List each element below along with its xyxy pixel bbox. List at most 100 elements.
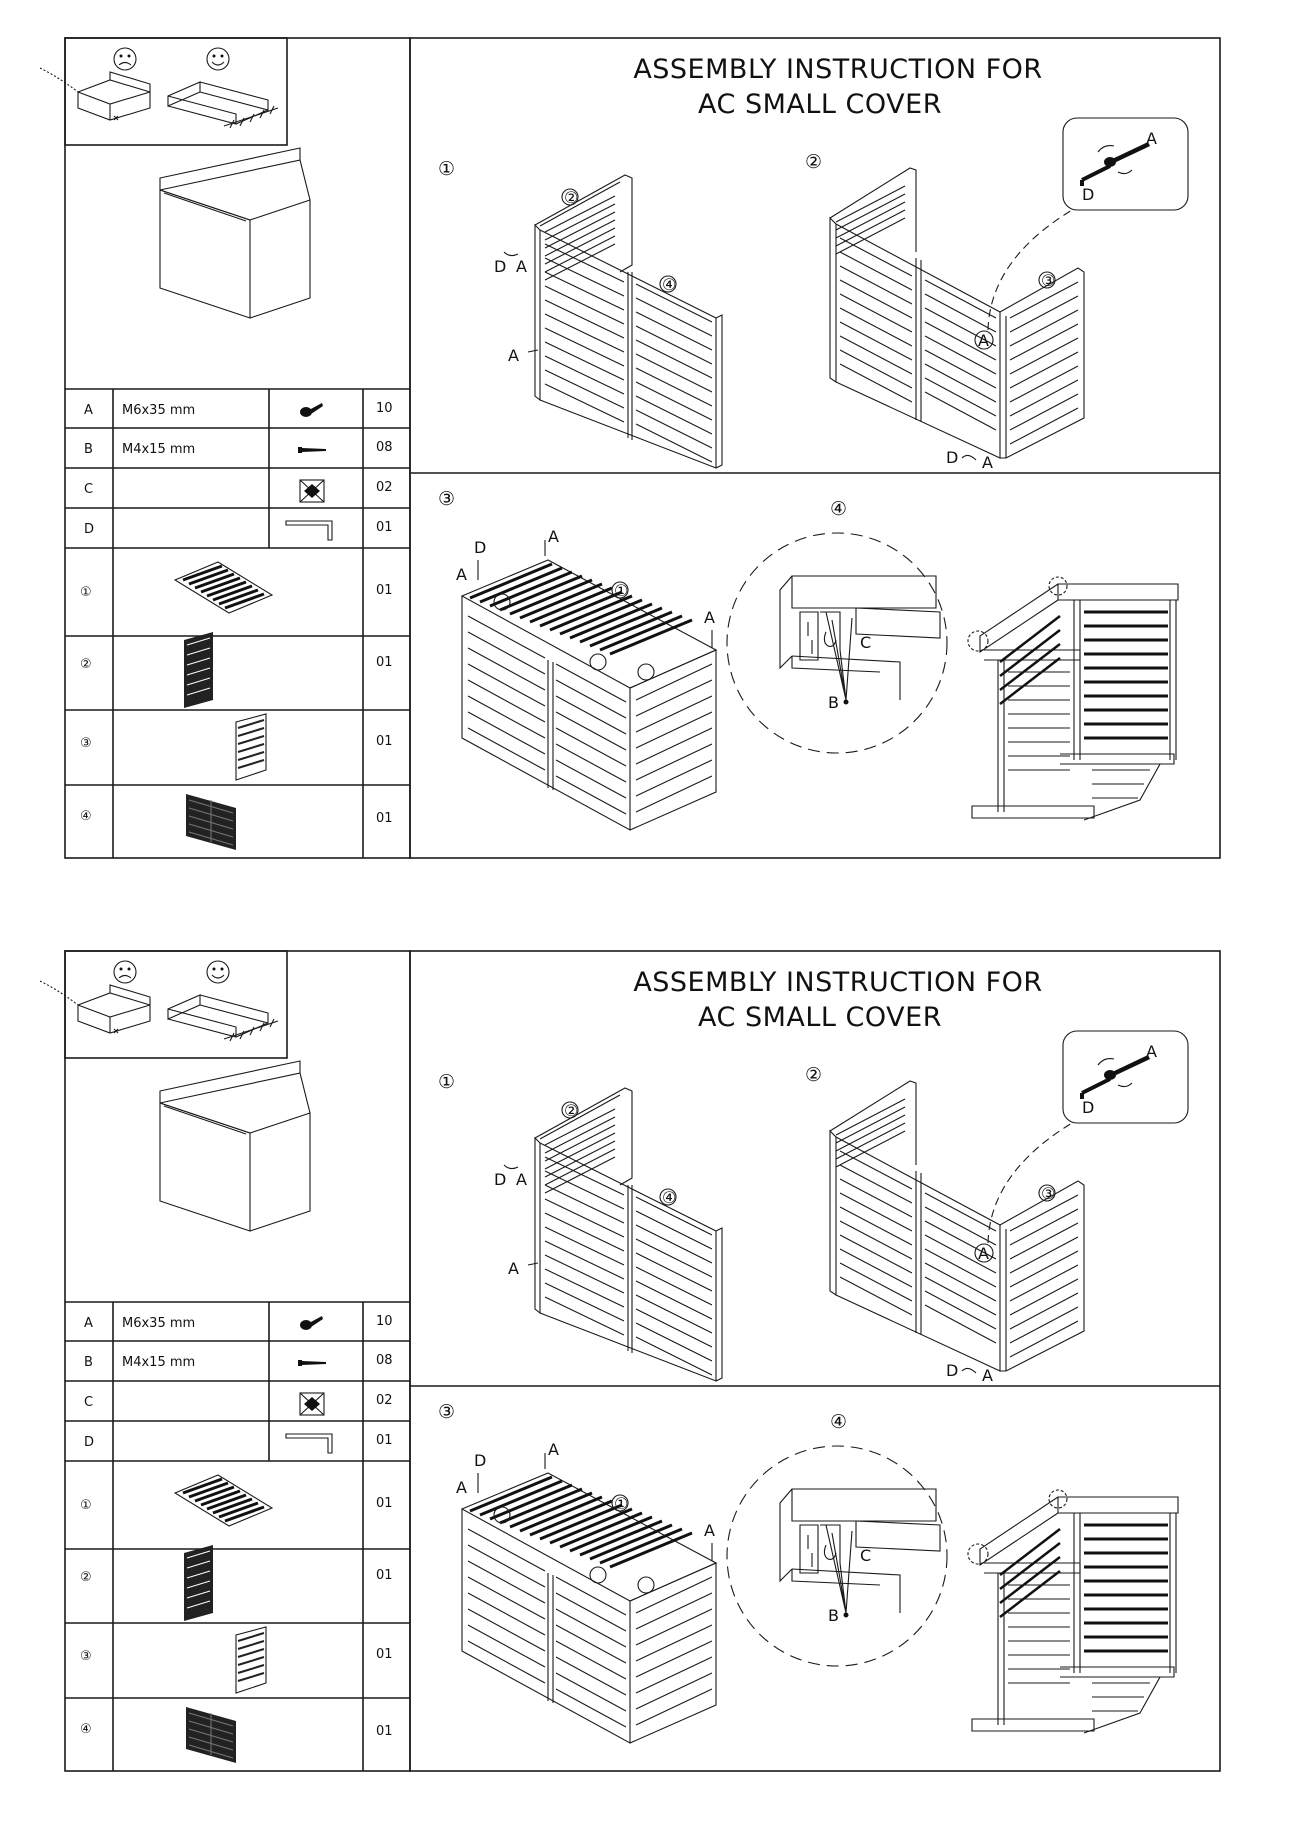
panel-1-qty: 01 bbox=[376, 1496, 393, 1511]
step-3-illustration: ① D A A A bbox=[456, 1440, 718, 1744]
step-3-a-label-1: A bbox=[456, 1478, 467, 1497]
side-panel-icon bbox=[184, 1545, 213, 1621]
title-line-1: ASSEMBLY INSTRUCTION FOR bbox=[633, 967, 1042, 998]
panel-1-id: ① bbox=[80, 585, 92, 600]
step-3-a-label-2: A bbox=[548, 527, 559, 546]
step-4-illustration: C B bbox=[726, 532, 1179, 821]
step-1-illustration: ② ④ D A A bbox=[494, 174, 723, 469]
step-1-panel-2-label: ② bbox=[564, 1101, 578, 1120]
bolt-icon bbox=[300, 403, 323, 417]
step-3-panel-1-label: ① bbox=[614, 1494, 628, 1513]
part-a-id: A bbox=[84, 403, 93, 418]
step-1-panel-2-label: ② bbox=[564, 188, 578, 207]
step-1-number: ① bbox=[438, 158, 455, 180]
title-line-2: AC SMALL COVER bbox=[698, 89, 942, 120]
step-2-d-label: D bbox=[946, 448, 958, 467]
wrong-placement-icon bbox=[39, 67, 151, 121]
bolt-icon bbox=[300, 1316, 323, 1330]
bolt-icon bbox=[1097, 142, 1150, 175]
step-1-a-label-1: A bbox=[516, 257, 527, 276]
step-1-a-label-2: A bbox=[508, 1259, 519, 1278]
step-3-panel-1-label: ① bbox=[614, 581, 628, 600]
step-1-d-label: D bbox=[494, 1170, 506, 1189]
step-1-illustration: ② ④ D A A bbox=[494, 1087, 723, 1382]
panel-3-qty: 01 bbox=[376, 734, 393, 749]
front-panel-icon bbox=[186, 1707, 236, 1763]
step-3-illustration: ① D A A A bbox=[456, 527, 718, 831]
step-3-number: ③ bbox=[438, 488, 455, 510]
step-2-a-label-2: A bbox=[982, 453, 993, 472]
step-2-panel-3-label: ③ bbox=[1041, 271, 1055, 290]
panel-1-id: ① bbox=[80, 1498, 92, 1513]
panel-4-qty: 01 bbox=[376, 1724, 393, 1739]
step-1-number: ① bbox=[438, 1071, 455, 1093]
step-1-panel-4-label: ④ bbox=[662, 275, 676, 294]
step-3-d-label: D bbox=[474, 538, 486, 557]
sheet-svg: A M6x35 mm 10 B M4x15 mm 08 C 02 D 01 ① … bbox=[39, 37, 1221, 859]
screw-icon bbox=[298, 1360, 326, 1366]
part-c-id: C bbox=[84, 1395, 93, 1410]
happy-face-icon bbox=[206, 47, 230, 71]
screw-icon bbox=[298, 447, 326, 453]
inset-a-label: A bbox=[1146, 1042, 1157, 1061]
step-2-a-label-2: A bbox=[982, 1366, 993, 1385]
correct-placement-icon bbox=[167, 994, 279, 1042]
side-panel-icon bbox=[235, 713, 267, 781]
part-d-qty: 01 bbox=[376, 1433, 393, 1448]
panel-3-id: ③ bbox=[80, 1649, 92, 1664]
instruction-frame bbox=[409, 950, 1221, 1772]
part-d-id: D bbox=[84, 1435, 94, 1450]
assembled-cover-illustration bbox=[159, 1060, 311, 1232]
step-2-a-label-1: A bbox=[978, 1244, 989, 1263]
correct-placement-icon bbox=[167, 81, 279, 129]
part-a-qty: 10 bbox=[376, 1314, 393, 1329]
panel-2-id: ② bbox=[80, 657, 92, 672]
part-b-spec: M4x15 mm bbox=[122, 1355, 195, 1370]
part-d-qty: 01 bbox=[376, 520, 393, 535]
top-panel-icon bbox=[173, 1474, 274, 1527]
instruction-sheet-1: A M6x35 mm 10 B M4x15 mm 08 C 02 D 01 ① … bbox=[39, 37, 1221, 859]
instruction-sheet-2: A M6x35 mm 10 B M4x15 mm 08 C 02 D 01 ① … bbox=[0, 913, 1291, 1833]
part-b-id: B bbox=[84, 1355, 93, 1370]
step-4-b-label: B bbox=[828, 693, 839, 712]
title-line-1: ASSEMBLY INSTRUCTION FOR bbox=[633, 54, 1042, 85]
step-4-c-label: C bbox=[860, 633, 871, 652]
step-1-a-label-1: A bbox=[516, 1170, 527, 1189]
instruction-frame bbox=[409, 37, 1221, 859]
top-panel-icon bbox=[173, 561, 274, 614]
step-3-a-label-2: A bbox=[548, 1440, 559, 1459]
part-b-qty: 08 bbox=[376, 440, 393, 455]
warning-box bbox=[64, 37, 288, 146]
step-2-a-label-1: A bbox=[978, 331, 989, 350]
part-b-qty: 08 bbox=[376, 1353, 393, 1368]
panel-4-id: ④ bbox=[80, 1722, 92, 1737]
step-3-a-label-3: A bbox=[704, 1521, 715, 1540]
step-4-illustration: C B bbox=[726, 1445, 1179, 1734]
happy-face-icon bbox=[206, 960, 230, 984]
step-1-panel-4-label: ④ bbox=[662, 1188, 676, 1207]
wrong-placement-icon bbox=[39, 980, 151, 1034]
part-a-spec: M6x35 mm bbox=[122, 1316, 195, 1331]
step-4-b-label: B bbox=[828, 1606, 839, 1625]
part-b-spec: M4x15 mm bbox=[122, 442, 195, 457]
part-a-qty: 10 bbox=[376, 401, 393, 416]
part-c-qty: 02 bbox=[376, 480, 393, 495]
bracket-icon bbox=[299, 1392, 325, 1416]
step-3-a-label-3: A bbox=[704, 608, 715, 627]
step-4-c-label: C bbox=[860, 1546, 871, 1565]
parts-table bbox=[65, 1301, 410, 1771]
bolt-icon bbox=[1097, 1055, 1150, 1088]
part-d-id: D bbox=[84, 522, 94, 537]
warning-box bbox=[64, 950, 288, 1059]
step-2-panel-3-label: ③ bbox=[1041, 1184, 1055, 1203]
part-b-id: B bbox=[84, 442, 93, 457]
step-4-number: ④ bbox=[830, 1411, 847, 1433]
panel-1-qty: 01 bbox=[376, 583, 393, 598]
panel-2-id: ② bbox=[80, 1570, 92, 1585]
panel-4-qty: 01 bbox=[376, 811, 393, 826]
sad-face-icon bbox=[113, 47, 137, 71]
inset-a-label: A bbox=[1146, 129, 1157, 148]
part-c-id: C bbox=[84, 482, 93, 497]
title-line-2: AC SMALL COVER bbox=[698, 1002, 942, 1033]
panel-3-qty: 01 bbox=[376, 1647, 393, 1662]
